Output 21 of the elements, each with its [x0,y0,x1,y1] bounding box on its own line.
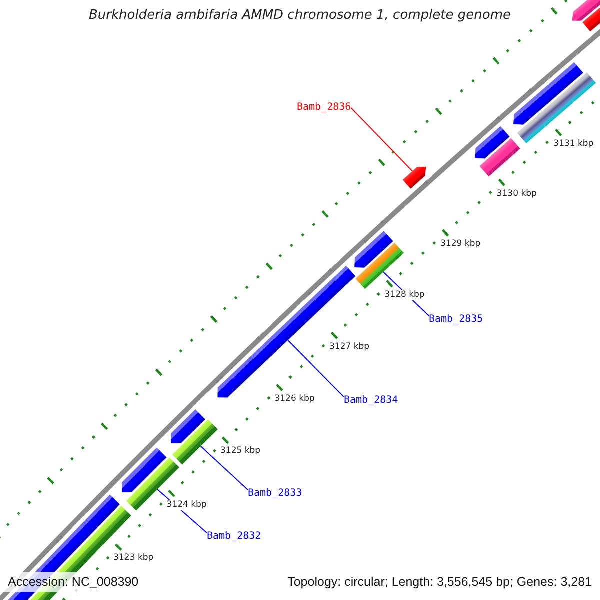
gene-feature [356,242,404,290]
leader-line [287,340,344,398]
gene-label: Bamb_2833 [248,488,302,500]
gene-label: Bamb_2832 [207,531,262,543]
tick-label: 3126 kbp [274,394,316,404]
tick-label: 3130 kbp [496,188,538,199]
leader-line [350,108,414,172]
gene-feature [172,420,218,465]
tick-label: 3127 kbp [328,342,371,352]
tick-label: 3129 kbp [440,239,482,249]
tick-label: 3131 kbp [552,138,595,149]
tick-label: 3123 kbp [112,553,155,564]
gene-label: Bamb_2834 [344,395,398,407]
leader-line [200,446,248,490]
tick-label: 3125 kbp [220,446,262,456]
gene-label: Bamb_2835 [429,314,484,326]
tick-label: 3124 kbp [166,500,208,510]
gene-feature [402,166,426,189]
title: Burkholderia ambifaria AMMD chromosome 1, complete genome [88,8,512,23]
gene-label: Bamb_2836 [297,102,352,114]
tick-label: 3128 kbp [384,290,426,300]
